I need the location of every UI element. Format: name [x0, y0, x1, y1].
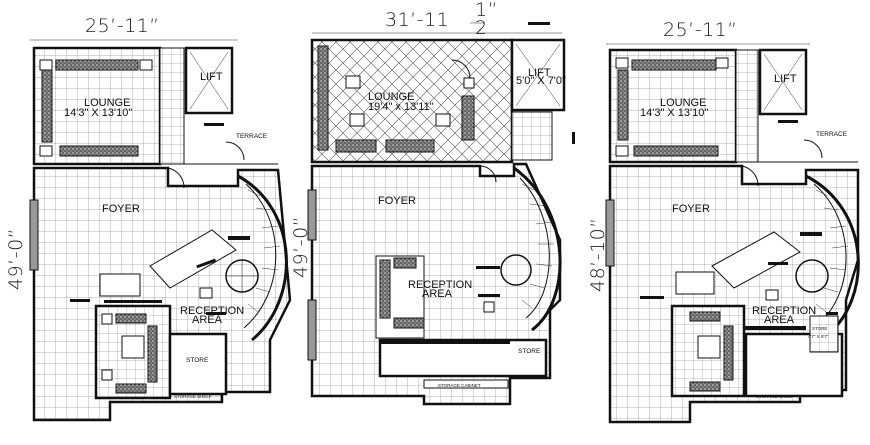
plan-3: 25’-11” 48’-10” LIFT LOUNGE 14'3" X 13'1… — [587, 19, 860, 424]
depth-dimension: 48’-10” — [587, 217, 609, 292]
width-dimension: 31’-11 — [385, 9, 449, 31]
store-room — [378, 338, 548, 378]
lounge-label: LOUNGE — [368, 91, 414, 103]
storage-label: STORAGE SHELF — [756, 394, 794, 399]
reception-area-label: AREA — [422, 288, 453, 300]
width-dimension: 25’-11” — [663, 19, 738, 41]
plan-1: 25’-11” 49’-0” LIFT LOUNGE 14'3" X 13'10… — [5, 15, 292, 422]
reception-area-label: AREA — [192, 314, 223, 326]
lift-label: LIFT — [200, 71, 223, 83]
width-fraction-den: 2 — [475, 17, 488, 39]
lift-label: LIFT — [528, 67, 551, 79]
depth-dimension: 49’-0” — [290, 216, 312, 278]
lounge-label: LOUNGE — [660, 97, 706, 109]
terrace-label: TERRACE — [816, 131, 848, 138]
reception-label: RECEPTION — [180, 305, 244, 317]
width-fraction-num: 1” — [475, 0, 498, 21]
width-dimension: 25’-11” — [85, 15, 160, 37]
foyer-label: FOYER — [378, 195, 416, 207]
reception-label: RECEPTION — [408, 279, 472, 291]
store-label: STORE — [812, 326, 827, 331]
store-label: STORE — [186, 357, 209, 364]
storage-label: STORAGE SHELF — [174, 394, 212, 399]
lift-size: 5'0" X 7'0" — [516, 75, 566, 87]
storage-label: STORAGE CABINET — [438, 383, 481, 388]
terrace-label: TERRACE — [236, 133, 268, 140]
lift-label: LIFT — [774, 73, 797, 85]
store-size: 4'7" X 8'7" — [808, 334, 829, 339]
lounge-size: 19'4" x 13'11" — [368, 101, 434, 113]
foyer-label: FOYER — [102, 203, 140, 215]
store-room — [168, 332, 228, 396]
foyer-label: FOYER — [672, 203, 710, 215]
store-label: STORE — [518, 348, 541, 355]
plan-2: 31’-11 1” 2 49’-0” LOUNGE 19'4" x 13'11"… — [290, 0, 575, 406]
lounge-size: 14'3" X 13'10" — [640, 107, 708, 119]
depth-dimension: 49’-0” — [5, 228, 27, 290]
reception-area-label: AREA — [764, 314, 795, 326]
lounge-label: LOUNGE — [84, 97, 130, 109]
reception-label: RECEPTION — [752, 305, 816, 317]
lounge-size: 14'3" X 13'10" — [64, 107, 132, 119]
